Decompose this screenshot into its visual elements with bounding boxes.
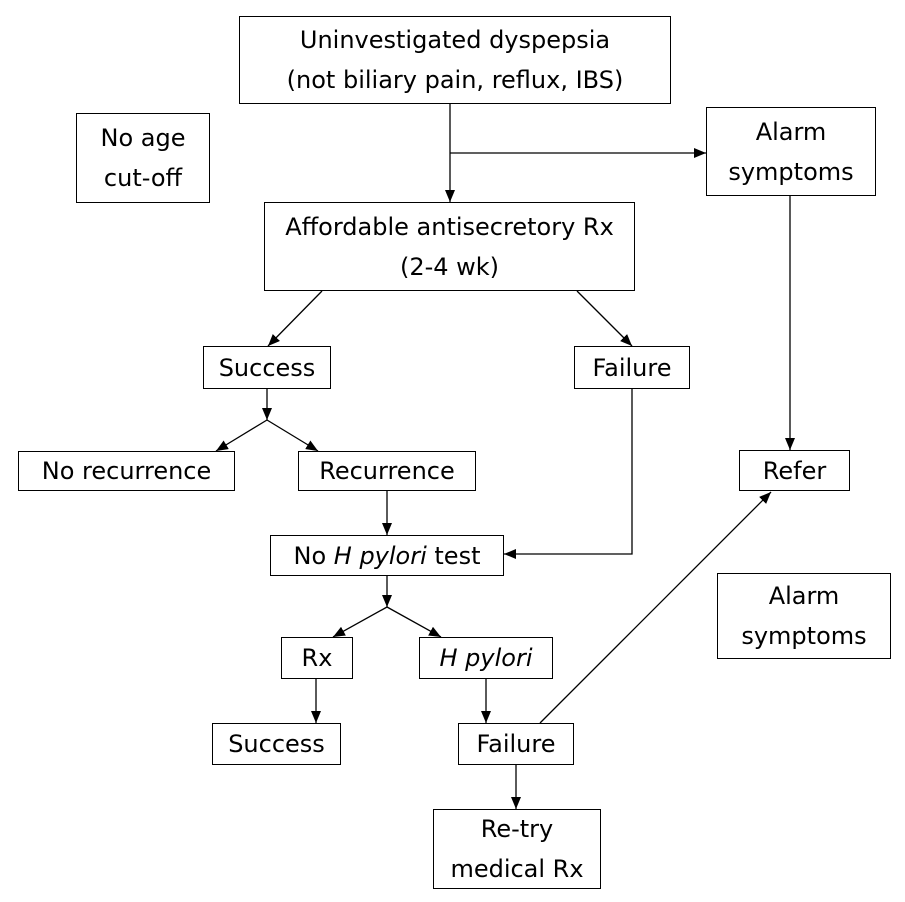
- node-uninvestigated-line1: Uninvestigated dyspepsia: [299, 26, 611, 54]
- node-no-age-cutoff: No age cut-off: [76, 113, 210, 203]
- node-no-hpylori-suffix: test: [426, 541, 481, 570]
- node-failure-second-label: Failure: [476, 730, 556, 758]
- node-antisecretory-line2: (2-4 wk): [399, 252, 500, 281]
- node-success-first-label: Success: [218, 353, 316, 382]
- node-rx-label: Rx: [301, 644, 333, 672]
- arrow-antisecretory-to-success: [267, 290, 323, 347]
- arrow-split-to-recurrence: [266, 419, 319, 452]
- node-no-hpylori-test-text: No H pylori test: [294, 536, 481, 576]
- node-hpylori-label: H pylori: [439, 644, 533, 672]
- node-antisecretory-rx: Affordable antisecretory Rx (2-4 wk): [264, 202, 635, 291]
- node-retry-line2: medical Rx: [450, 855, 584, 883]
- node-alarm-symptoms-top: Alarm symptoms: [706, 107, 876, 196]
- node-uninvestigated-line2: (not biliary pain, reflux, IBS): [286, 66, 624, 94]
- node-alarm-top-line1: Alarm: [755, 117, 827, 146]
- node-success-second-label: Success: [228, 730, 325, 758]
- node-antisecretory-line1: Affordable antisecretory Rx: [285, 212, 614, 241]
- node-retry-medical-rx: Re-try medical Rx: [433, 809, 601, 889]
- arrow-split-to-hp: [386, 606, 442, 638]
- node-success-second: Success: [212, 723, 341, 765]
- node-alarm-bottom-line1: Alarm: [768, 582, 840, 610]
- node-no-recurrence: No recurrence: [18, 451, 235, 491]
- node-rx: Rx: [281, 637, 353, 679]
- node-no-hpylori-organism: H pylori: [333, 541, 427, 570]
- node-refer: Refer: [739, 450, 850, 491]
- node-success-first: Success: [203, 346, 331, 389]
- node-failure-first-label: Failure: [592, 353, 672, 382]
- arrow-antisecretory-to-failure: [576, 290, 633, 347]
- node-refer-label: Refer: [762, 456, 827, 485]
- node-retry-line1: Re-try: [480, 815, 554, 843]
- arrow-failure-to-refer: [539, 491, 772, 724]
- node-no-age-cutoff-line2: cut-off: [103, 164, 183, 192]
- node-hpylori: H pylori: [419, 637, 553, 679]
- arrow-split-to-rx: [332, 606, 388, 638]
- node-alarm-top-line2: symptoms: [728, 157, 854, 186]
- node-failure-second: Failure: [458, 723, 574, 765]
- node-no-recurrence-label: No recurrence: [41, 457, 212, 485]
- node-alarm-bottom-line2: symptoms: [741, 622, 867, 650]
- node-failure-first: Failure: [574, 346, 690, 389]
- node-recurrence-label: Recurrence: [319, 457, 455, 485]
- arrow-split-to-no-recurrence: [215, 419, 268, 452]
- node-no-hpylori-test: No H pylori test: [270, 535, 504, 576]
- node-no-age-cutoff-line1: No age: [100, 124, 186, 152]
- node-no-hpylori-prefix: No: [293, 541, 334, 570]
- arrow-failure-to-test: [504, 389, 633, 559]
- node-recurrence: Recurrence: [298, 451, 476, 491]
- node-alarm-symptoms-bottom: Alarm symptoms: [717, 573, 891, 659]
- node-uninvestigated-dyspepsia: Uninvestigated dyspepsia (not biliary pa…: [239, 16, 671, 104]
